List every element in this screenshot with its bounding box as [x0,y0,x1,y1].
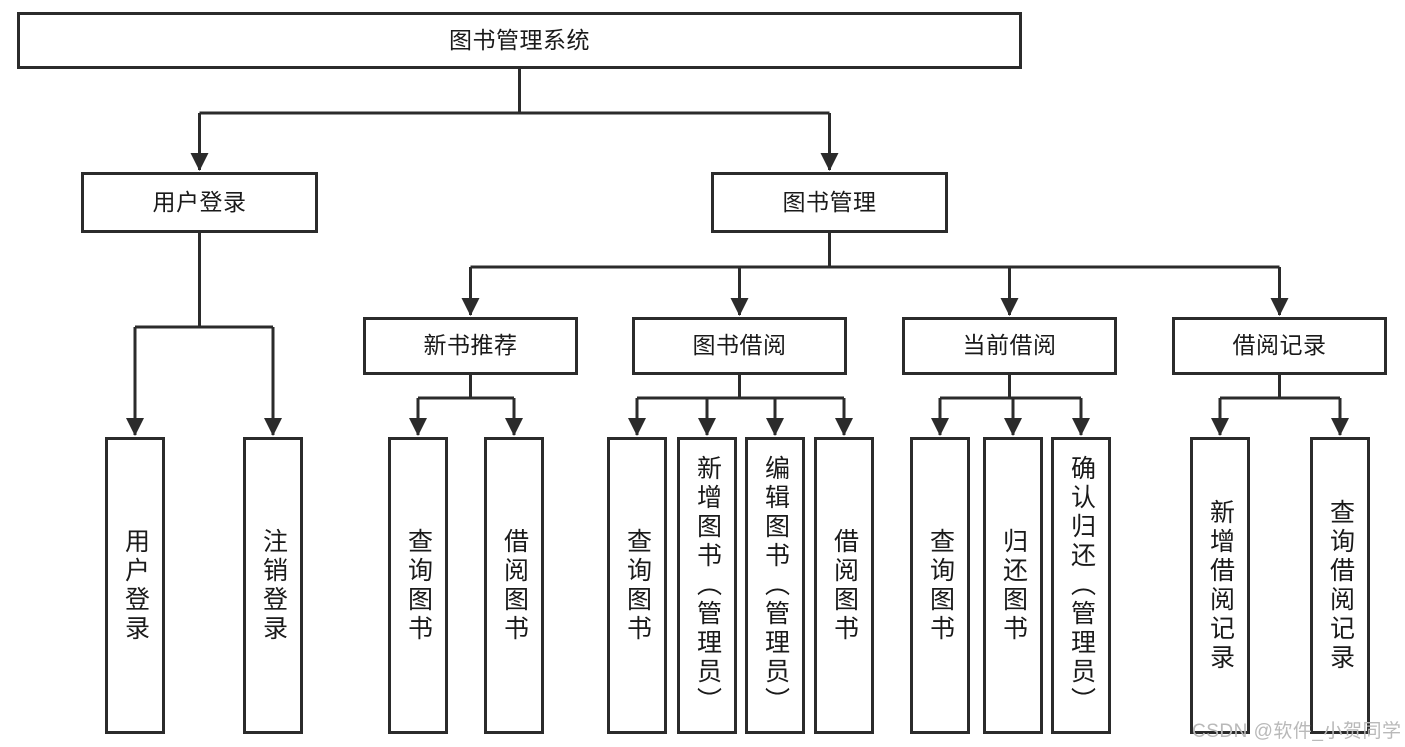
node-leaf-edit-book[interactable]: 编辑图书（管理员） [745,437,805,734]
node-label: 借阅图书 [830,527,859,644]
node-label: 编辑图书（管理员） [761,455,790,716]
node-leaf-return-book[interactable]: 归还图书 [983,437,1043,734]
node-new-book-rec[interactable]: 新书推荐 [363,317,578,375]
node-book-manage[interactable]: 图书管理 [711,172,948,233]
arrowhead-current-borrow [1000,298,1019,316]
node-label: 图书管理系统 [449,26,590,53]
node-label: 查询借阅记录 [1326,498,1355,673]
node-label: 用户登录 [152,188,247,215]
node-leaf-query-record[interactable]: 查询借阅记录 [1310,437,1370,734]
arrowhead-leaf-user-logout [264,418,282,436]
node-book-borrow[interactable]: 图书借阅 [632,317,847,375]
arrowhead-new-book-rec [461,298,480,316]
node-label: 借阅记录 [1232,332,1327,359]
node-leaf-query-book-1[interactable]: 查询图书 [388,437,448,734]
arrowhead-user-login [190,153,209,171]
node-user-login[interactable]: 用户登录 [81,172,318,233]
node-label: 查询图书 [926,527,955,644]
node-label: 借阅图书 [500,527,529,644]
node-label: 新增借阅记录 [1206,498,1235,673]
arrowhead-leaf-query-book-1 [409,418,427,436]
arrowhead-leaf-confirm-return [1072,418,1090,436]
arrowhead-leaf-edit-book [766,418,784,436]
node-leaf-user-login[interactable]: 用户登录 [105,437,165,734]
node-label: 新增图书（管理员） [693,455,722,716]
node-leaf-add-book[interactable]: 新增图书（管理员） [677,437,737,734]
arrowhead-leaf-query-book-3 [931,418,949,436]
arrowhead-book-manage [820,153,839,171]
node-label: 查询图书 [623,527,652,644]
node-label: 确认归还（管理员） [1067,455,1096,716]
node-leaf-query-book-3[interactable]: 查询图书 [910,437,970,734]
node-root[interactable]: 图书管理系统 [17,12,1022,69]
arrowhead-leaf-query-book-2 [628,418,646,436]
node-label: 注销登录 [259,527,288,644]
node-leaf-user-logout[interactable]: 注销登录 [243,437,303,734]
node-leaf-add-record[interactable]: 新增借阅记录 [1190,437,1250,734]
arrowhead-borrow-record [1270,298,1289,316]
node-leaf-query-book-2[interactable]: 查询图书 [607,437,667,734]
node-label: 归还图书 [999,527,1028,644]
node-leaf-confirm-return[interactable]: 确认归还（管理员） [1051,437,1111,734]
node-leaf-borrow-book-1[interactable]: 借阅图书 [484,437,544,734]
node-label: 图书管理 [782,188,877,215]
node-leaf-borrow-book-2[interactable]: 借阅图书 [814,437,874,734]
watermark-text: CSDN @软件_小贺同学 [1192,721,1402,742]
arrowhead-leaf-add-book [698,418,716,436]
node-label: 当前借阅 [962,332,1057,359]
arrowhead-leaf-borrow-book-2 [835,418,853,436]
node-label: 查询图书 [404,527,433,644]
node-current-borrow[interactable]: 当前借阅 [902,317,1117,375]
arrowhead-leaf-borrow-book-1 [505,418,523,436]
arrowhead-leaf-user-login [126,418,144,436]
arrowhead-leaf-add-record [1211,418,1229,436]
node-label: 用户登录 [121,527,150,644]
arrowhead-leaf-query-record [1331,418,1349,436]
node-borrow-record[interactable]: 借阅记录 [1172,317,1387,375]
arrowhead-book-borrow [730,298,749,316]
node-label: 新书推荐 [423,332,518,359]
arrowhead-leaf-return-book [1004,418,1022,436]
node-label: 图书借阅 [692,332,787,359]
